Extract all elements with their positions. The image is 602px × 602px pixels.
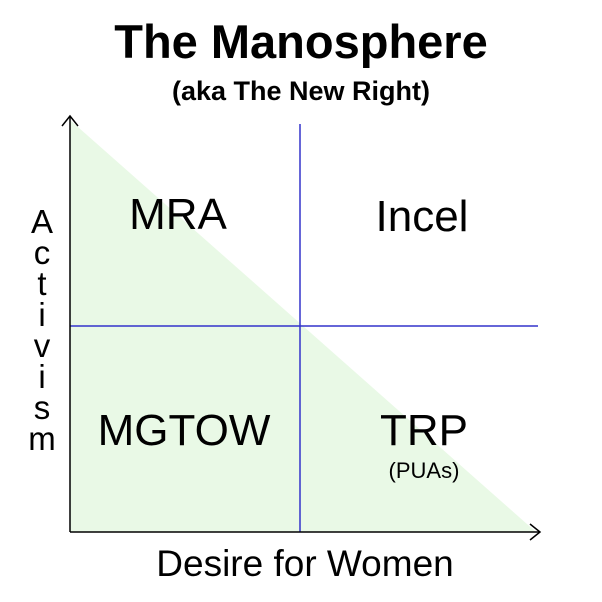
x-axis-label: Desire for Women [156, 543, 454, 584]
diagram-subtitle: (aka The New Right) [171, 76, 431, 106]
quadrant-sublabel-puas: (PUAs) [388, 458, 460, 483]
y-axis-label-letter: A [30, 203, 53, 240]
y-axis-label-letter: i [38, 296, 46, 333]
quadrant-label-trp: TRP [380, 406, 468, 455]
diagram-title: The Manosphere [114, 15, 488, 68]
quadrant-label-mgtow: MGTOW [97, 406, 271, 455]
y-axis-label-letter: c [33, 234, 51, 271]
y-axis-label-letter: i [38, 358, 46, 395]
y-axis-label-letter: s [33, 389, 51, 426]
y-axis-label-letter: t [37, 265, 47, 302]
y-axis-label-letter: m [28, 420, 56, 457]
y-axis-label-letter: v [33, 327, 51, 364]
x-axis-arrow-icon [529, 523, 542, 541]
quadrant-label-incel: Incel [375, 192, 469, 241]
y-axis-arrow-icon [61, 114, 79, 127]
quadrant-label-mra: MRA [129, 190, 227, 239]
